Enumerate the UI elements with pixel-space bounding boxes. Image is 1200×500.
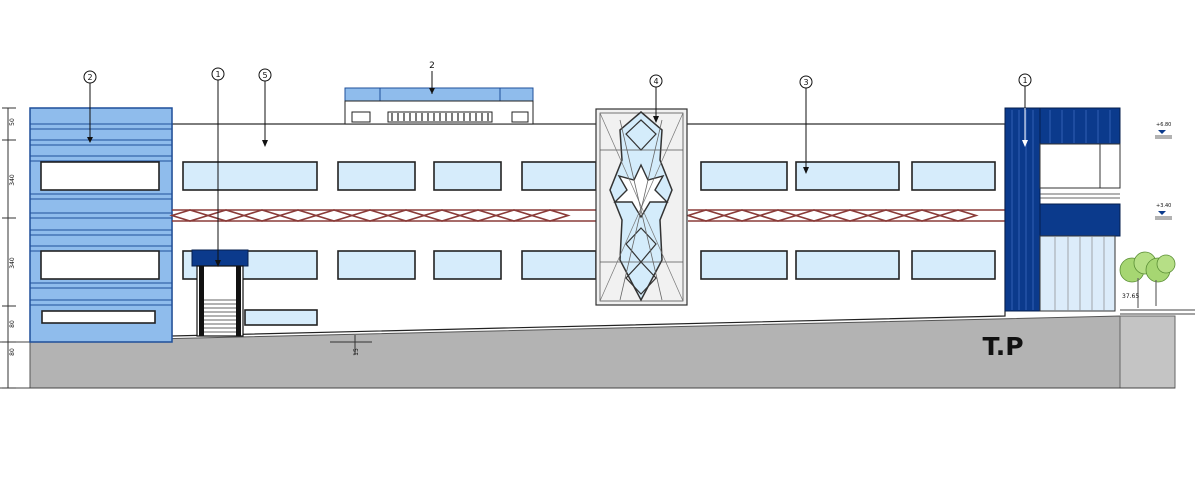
lower-window <box>433 250 502 280</box>
tree-level-label: 37.65 <box>1122 293 1139 300</box>
ground-label: T.P <box>982 332 1023 361</box>
upper-window <box>700 161 788 191</box>
upper-window-band <box>182 161 996 191</box>
dim-upper: 340 <box>9 174 16 186</box>
trees: 37.65 <box>1119 251 1176 308</box>
left-tower-window-middle <box>40 250 160 280</box>
left-tower <box>29 107 173 343</box>
dim-middle: 340 <box>9 257 16 269</box>
callout-text: 5 <box>262 71 267 80</box>
entrance-canopy <box>191 249 249 337</box>
level-marker-lower: +3.40 <box>1155 203 1172 220</box>
callout-c1-right: 1 <box>1018 73 1032 147</box>
right-tower <box>1004 107 1121 312</box>
callout-c5: 5 <box>258 68 272 147</box>
truss-diamond <box>937 209 979 222</box>
callout-text: 1 <box>215 70 220 79</box>
truss-band <box>169 209 1005 222</box>
callout-c2-top: 2 <box>429 61 435 94</box>
truss-diamond <box>529 209 571 222</box>
callout-text: 3 <box>803 78 808 87</box>
callout-c3: 3 <box>799 75 813 174</box>
callout-c4: 4 <box>649 74 663 123</box>
ornamental-screen <box>595 108 688 306</box>
upper-window <box>433 161 502 191</box>
callout-text: 2 <box>87 73 92 82</box>
level-upper-text: +6.80 <box>1156 122 1171 128</box>
small-ground-window <box>244 309 318 326</box>
upper-window <box>521 161 597 191</box>
lower-window <box>337 250 416 280</box>
dim-lower: 80 <box>9 320 16 328</box>
ground-right-extension <box>1119 315 1176 389</box>
left-tower-window-upper <box>40 161 160 191</box>
callout-text: 4 <box>653 77 658 86</box>
dim-top-small: 50 <box>9 118 16 126</box>
level-marker-upper: +6.80 <box>1155 122 1172 139</box>
lower-window <box>521 250 597 280</box>
dim-base: 80 <box>9 348 16 356</box>
upper-window <box>795 161 900 191</box>
callout-text: 1 <box>1022 76 1027 85</box>
lower-window <box>911 250 996 280</box>
rooftop-structure <box>344 87 534 125</box>
upper-window <box>911 161 996 191</box>
step-mark-label: 15 <box>353 348 360 356</box>
upper-window <box>337 161 416 191</box>
step-dimension: 15 <box>330 335 372 356</box>
upper-window <box>182 161 318 191</box>
callout-text: 2 <box>429 61 435 71</box>
left-dimension-chain: 50 340 340 80 80 <box>2 107 16 389</box>
callout-c1-left: 1 <box>211 67 225 267</box>
lower-window <box>700 250 788 280</box>
level-lower-text: +3.40 <box>1156 203 1171 209</box>
callout-c2-left: 2 <box>83 70 97 143</box>
main-facade <box>171 123 1006 337</box>
left-tower-window-lower <box>41 310 156 324</box>
lower-window <box>795 250 900 280</box>
